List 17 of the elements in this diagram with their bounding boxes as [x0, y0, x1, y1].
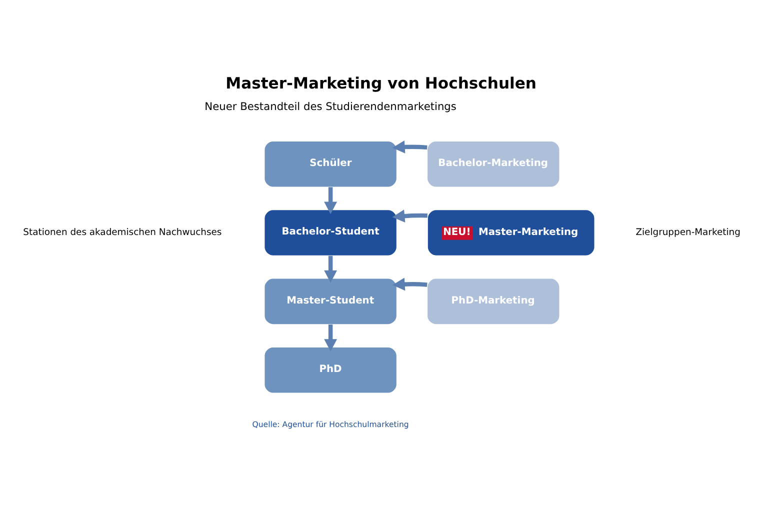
- node-box: Bachelor-Student: [264, 209, 398, 256]
- label: Zielgruppen-Marketing: [636, 227, 740, 238]
- arrow: [324, 324, 338, 352]
- arrow: [324, 256, 338, 283]
- diagram-title: Master-Marketing von Hochschulen: [226, 74, 537, 92]
- node-box: NEU! Master-Marketing: [427, 209, 595, 256]
- label: Neuer Bestandteil des Studierendenmarketings: [204, 100, 456, 113]
- node-box: Schüler: [264, 140, 398, 188]
- label: Stationen des akademischen Nachwuchses: [23, 227, 222, 238]
- node-box: Master-Student: [264, 278, 398, 325]
- arrow: [392, 210, 428, 222]
- node-box: PhD: [264, 346, 398, 394]
- arrow: [324, 187, 338, 214]
- node-box: PhD-Marketing: [426, 278, 560, 325]
- arrow: [392, 278, 428, 291]
- arrow: [392, 140, 428, 154]
- node-box: Bachelor-Marketing: [426, 140, 560, 188]
